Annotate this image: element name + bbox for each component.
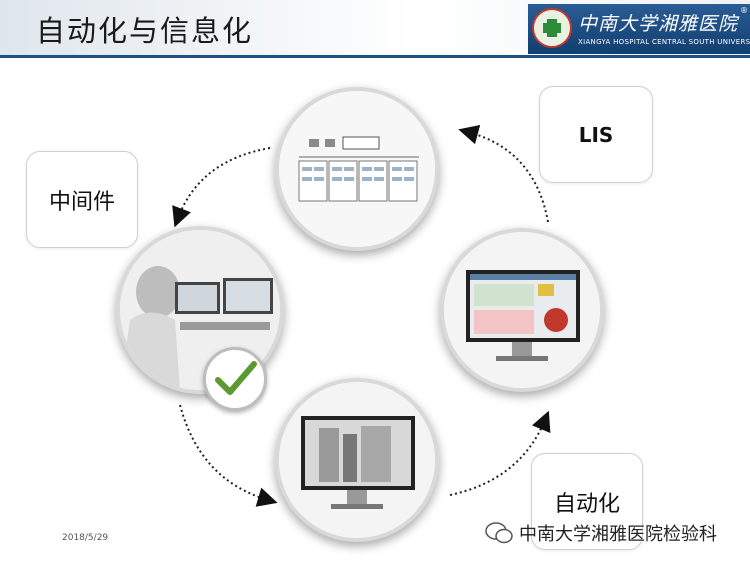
middleware-label: 中间件 xyxy=(26,151,138,248)
network-diagram-image xyxy=(279,91,435,247)
logo-name-cn: 中南大学湘雅医院 xyxy=(578,13,739,35)
cycle-arrow-icon xyxy=(449,410,551,496)
lis-monitor-circle xyxy=(440,228,604,392)
lis-software-monitor-image xyxy=(444,232,600,388)
automation-system-monitor-image xyxy=(279,382,435,538)
header-divider xyxy=(0,55,750,58)
lis-network-circle xyxy=(275,87,439,251)
wechat-icon xyxy=(485,522,513,544)
hospital-logo: 中南大学湘雅医院 XIANGYA HOSPITAL CENTRAL SOUTH … xyxy=(528,4,750,54)
hospital-seal-icon xyxy=(532,8,572,48)
automation-monitor-circle xyxy=(275,378,439,542)
lis-label: LIS xyxy=(539,86,653,183)
registered-mark: ® xyxy=(740,6,748,15)
middleware-photo-circle xyxy=(116,226,284,394)
cycle-arrow-icon xyxy=(458,124,549,223)
checkmark-icon xyxy=(203,347,267,411)
wechat-watermark: 中南大学湘雅医院检验科 xyxy=(485,520,717,546)
cycle-arrow-icon xyxy=(179,404,278,507)
logo-name-en: XIANGYA HOSPITAL CENTRAL SOUTH UNIVERSIT… xyxy=(578,38,750,46)
watermark-text: 中南大学湘雅医院检验科 xyxy=(519,524,717,545)
automation-label: 自动化 xyxy=(531,453,643,550)
cycle-arrow-icon xyxy=(172,147,271,228)
slide-date: 2018/5/29 xyxy=(62,533,109,543)
slide-title: 自动化与信息化 xyxy=(36,14,254,48)
